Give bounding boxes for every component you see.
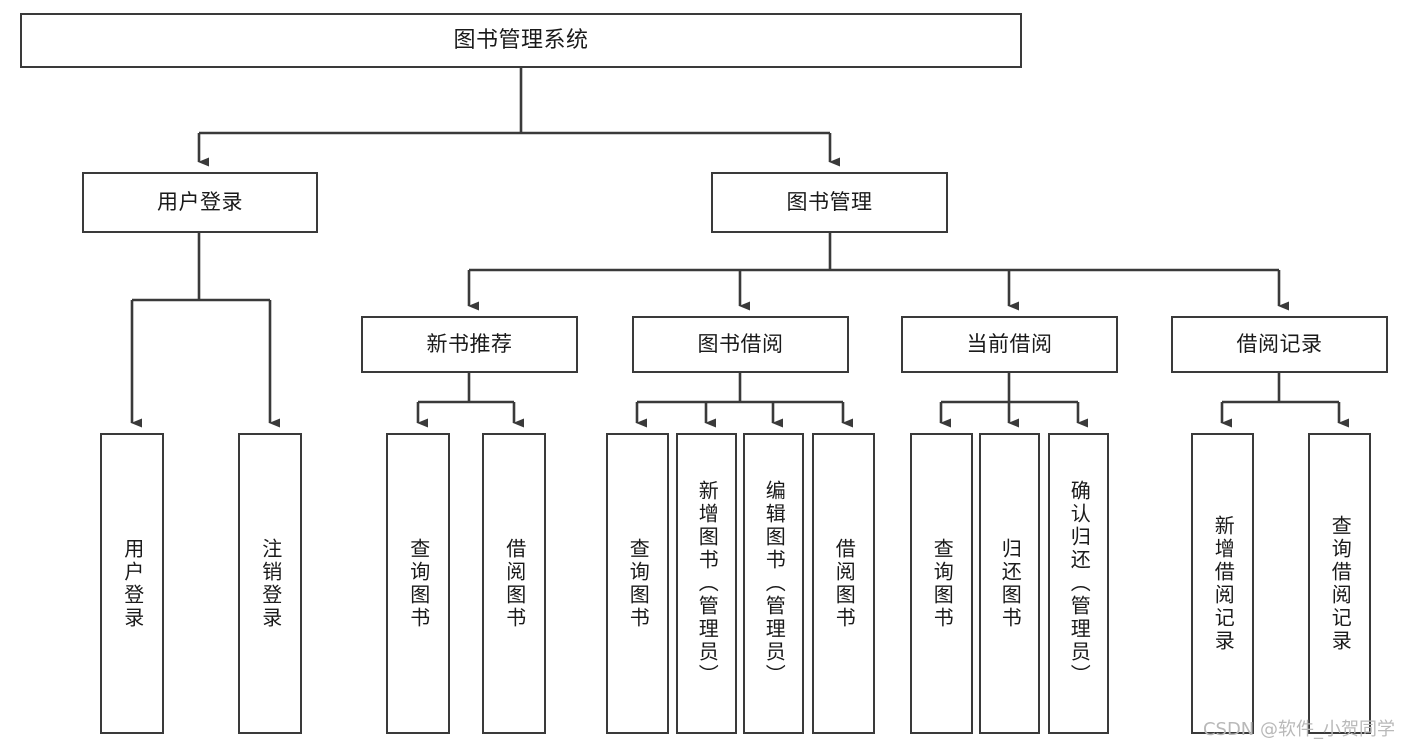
node-leaf-rec-borrow-book[interactable]: 借阅图书 xyxy=(482,433,546,734)
node-leaf-bb-borrow-book[interactable]: 借阅图书 xyxy=(812,433,875,734)
node-label: 图书借阅 xyxy=(697,332,784,357)
node-leaf-bb-edit-book-admin[interactable]: 编辑图书（管理员） xyxy=(743,433,804,734)
node-label: 注销登录 xyxy=(258,537,283,630)
node-label: 查询图书 xyxy=(930,537,955,630)
node-label: 借阅图书 xyxy=(832,537,857,630)
node-label: 查询借阅记录 xyxy=(1328,514,1353,653)
node-book-management[interactable]: 图书管理 xyxy=(711,172,948,233)
node-current-borrowing[interactable]: 当前借阅 xyxy=(901,316,1118,373)
node-label: 新增图书（管理员） xyxy=(695,480,720,687)
node-label: 新增借阅记录 xyxy=(1211,514,1236,653)
node-label: 确认归还（管理员） xyxy=(1067,480,1092,687)
node-label: 图书管理 xyxy=(786,190,873,215)
node-label: 图书管理系统 xyxy=(453,27,589,53)
node-leaf-user-logout[interactable]: 注销登录 xyxy=(238,433,302,734)
node-leaf-br-add-record[interactable]: 新增借阅记录 xyxy=(1191,433,1254,734)
node-leaf-cb-query-book[interactable]: 查询图书 xyxy=(910,433,973,734)
node-leaf-br-query-record[interactable]: 查询借阅记录 xyxy=(1308,433,1371,734)
node-new-book-recommendation[interactable]: 新书推荐 xyxy=(361,316,578,373)
node-label: 查询图书 xyxy=(406,537,431,630)
node-book-borrowing[interactable]: 图书借阅 xyxy=(632,316,849,373)
node-label: 借阅图书 xyxy=(502,537,527,630)
node-user-login[interactable]: 用户登录 xyxy=(82,172,318,233)
node-label: 用户登录 xyxy=(120,537,145,630)
node-root-book-management-system[interactable]: 图书管理系统 xyxy=(20,13,1022,68)
node-label: 当前借阅 xyxy=(966,332,1053,357)
node-leaf-cb-confirm-return-admin[interactable]: 确认归还（管理员） xyxy=(1048,433,1109,734)
node-label: 归还图书 xyxy=(998,537,1023,630)
node-leaf-user-login[interactable]: 用户登录 xyxy=(100,433,164,734)
node-label: 新书推荐 xyxy=(426,332,513,357)
node-leaf-rec-query-book[interactable]: 查询图书 xyxy=(386,433,450,734)
csdn-watermark: CSDN @软件_小贺同学 xyxy=(1202,719,1395,740)
node-leaf-cb-return-book[interactable]: 归还图书 xyxy=(979,433,1040,734)
node-label: 编辑图书（管理员） xyxy=(762,480,787,687)
node-borrowing-record[interactable]: 借阅记录 xyxy=(1171,316,1388,373)
node-label: 查询图书 xyxy=(626,537,651,630)
node-label: 借阅记录 xyxy=(1236,332,1323,357)
node-label: 用户登录 xyxy=(157,190,243,215)
node-leaf-bb-query-book[interactable]: 查询图书 xyxy=(606,433,669,734)
node-leaf-bb-add-book-admin[interactable]: 新增图书（管理员） xyxy=(676,433,737,734)
